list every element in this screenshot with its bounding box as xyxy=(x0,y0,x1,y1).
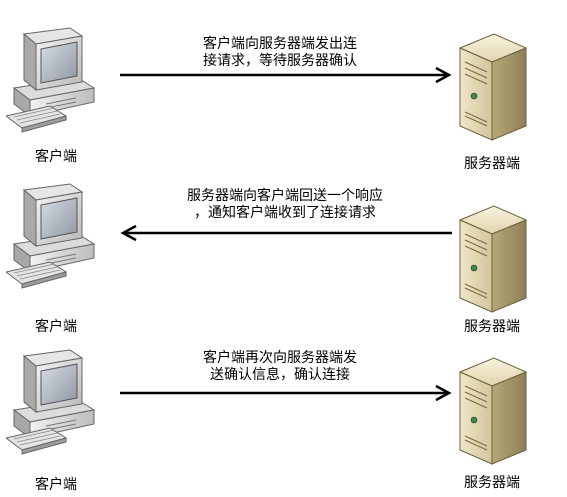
message-line-1: 服务器端向客户端回送一个响应 xyxy=(187,188,383,204)
computer-icon xyxy=(6,349,95,455)
client-computer-2 xyxy=(6,182,98,290)
arrow-left-icon xyxy=(120,224,452,242)
message-line-2: 接请求，等待服务器确认 xyxy=(203,53,357,69)
server-icon xyxy=(459,205,527,313)
client-label: 客户端 xyxy=(35,477,77,493)
server-1 xyxy=(454,28,532,144)
client-computer-3 xyxy=(6,348,98,456)
computer-icon xyxy=(6,27,95,133)
client-label: 客户端 xyxy=(35,319,77,335)
arrow-right-icon xyxy=(120,384,452,402)
step-1: 客户端 客户端向服务器端发出连 接请求，等待服务器确认 服务器端 xyxy=(0,0,567,172)
server-2 xyxy=(454,200,532,316)
computer-icon xyxy=(6,183,95,289)
client-label: 客户端 xyxy=(35,149,77,165)
message-line-1: 客户端再次向服务器端发 xyxy=(203,350,357,366)
message-line-2: ，通知客户端收到了连接请求 xyxy=(194,205,376,221)
server-icon xyxy=(459,33,527,141)
server-label: 服务器端 xyxy=(464,156,520,172)
step-3: 客户端 客户端再次向服务器端发 送确认信息，确认连接 服务器端 xyxy=(0,332,567,497)
server-label: 服务器端 xyxy=(464,319,520,335)
server-label: 服务器端 xyxy=(464,475,520,491)
message-line-2: 送确认信息，确认连接 xyxy=(210,367,350,383)
client-computer-1 xyxy=(6,26,98,134)
server-icon xyxy=(459,357,527,465)
step-2: 客户端 服务器端向客户端回送一个响应 ，通知客户端收到了连接请求 服务器端 xyxy=(0,166,567,335)
server-3 xyxy=(454,352,532,468)
message-line-1: 客户端向服务器端发出连 xyxy=(203,36,357,52)
arrow-right-icon xyxy=(120,66,452,84)
